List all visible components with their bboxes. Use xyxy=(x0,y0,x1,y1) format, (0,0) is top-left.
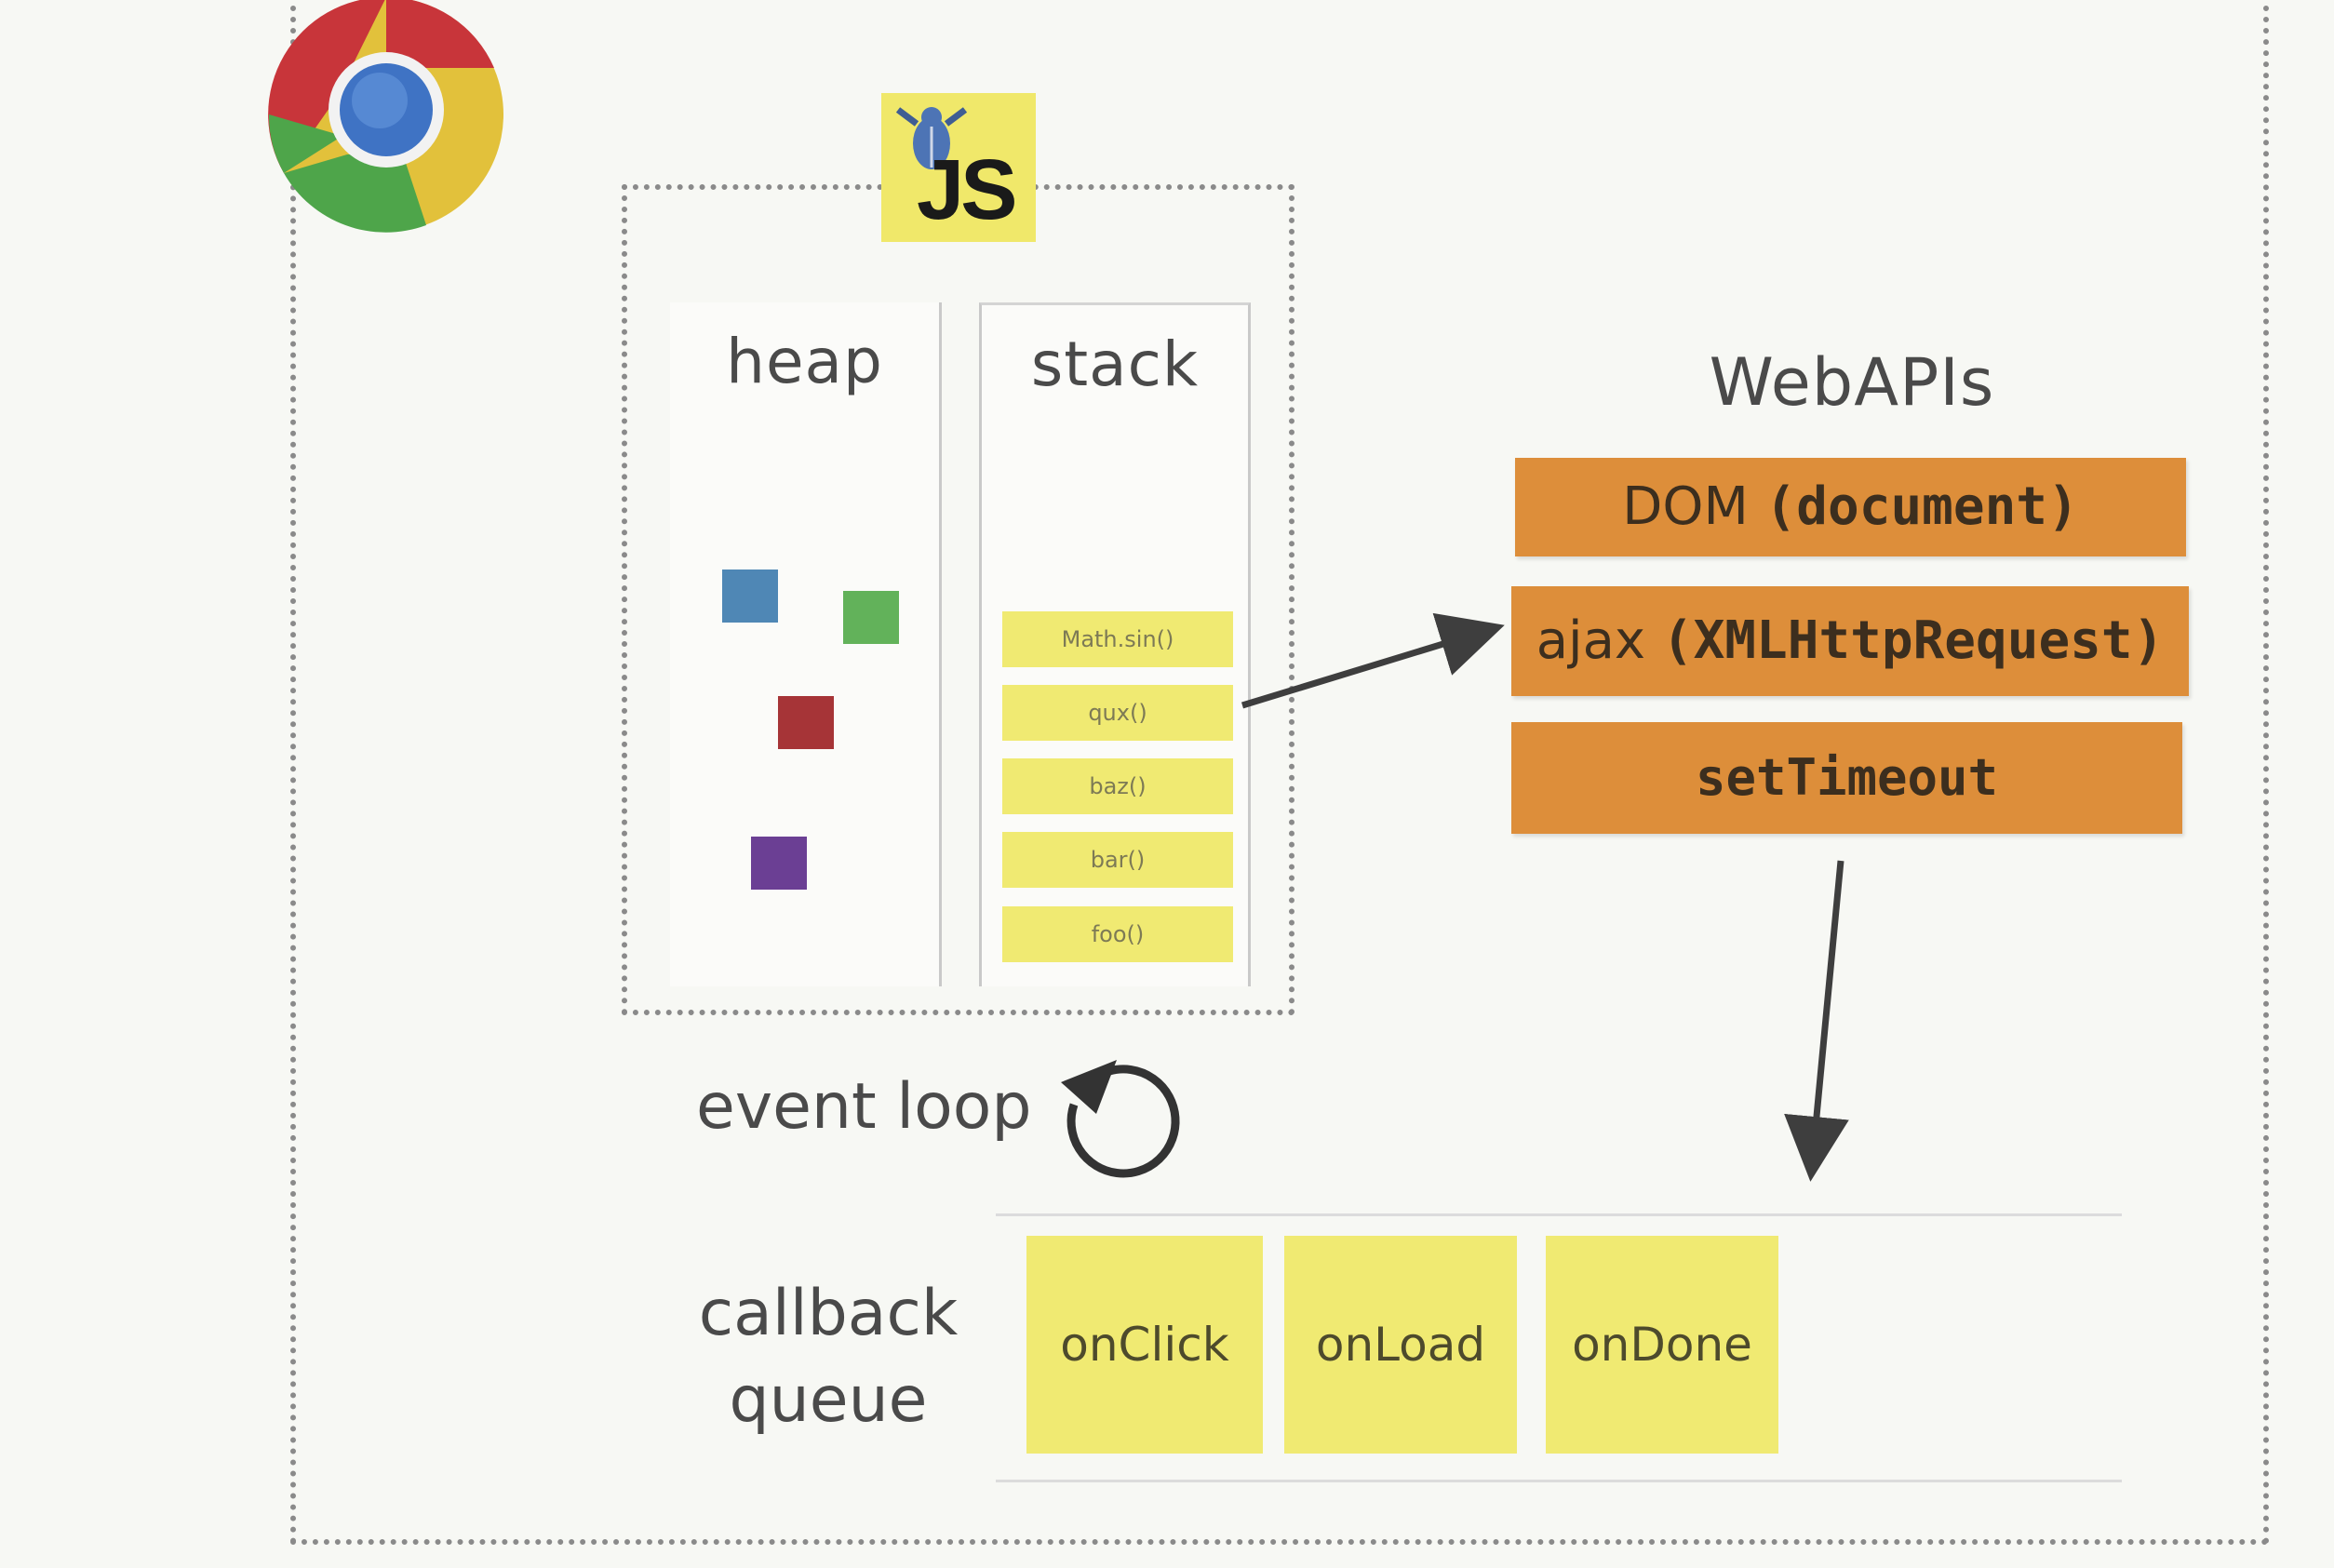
browser-frame xyxy=(290,0,2269,1545)
bug-icon xyxy=(895,107,968,169)
queue-bottom-line xyxy=(996,1480,2122,1482)
loop-arrow-icon xyxy=(1061,1060,1180,1178)
webapis-title: WebAPIs xyxy=(1709,344,1995,421)
event-loop-label: event loop xyxy=(696,1070,1032,1144)
stack-frame: Math.sin() xyxy=(1002,611,1233,667)
webapi-ajax: ajax (XMLHttpRequest) xyxy=(1511,586,2189,696)
webapi-ajax-arg: (XMLHttpRequest) xyxy=(1661,610,2165,671)
heap-object xyxy=(778,696,834,749)
webapi-dom-label: DOM xyxy=(1622,476,1749,537)
heap-object xyxy=(751,837,807,890)
callback-item: onClick xyxy=(1026,1236,1263,1454)
stack-title: stack xyxy=(1030,328,1200,400)
chrome-logo-icon xyxy=(268,0,503,233)
stack-frame: baz() xyxy=(1002,758,1233,814)
js-logo: JS xyxy=(881,93,1036,242)
stack-frame: foo() xyxy=(1002,906,1233,962)
js-logo-text: JS xyxy=(917,142,1018,237)
stack-frame: bar() xyxy=(1002,832,1233,888)
queue-top-line xyxy=(996,1213,2122,1216)
webapi-ajax-label: ajax xyxy=(1536,610,1646,671)
webapi-settimeout: setTimeout xyxy=(1511,722,2182,834)
stack-frame: qux() xyxy=(1002,685,1233,741)
callback-queue-label: callback queue xyxy=(670,1270,986,1443)
callback-item: onLoad xyxy=(1284,1236,1517,1454)
webapi-dom-arg: (document) xyxy=(1764,476,2079,537)
heap-object xyxy=(722,570,778,623)
heap-title: heap xyxy=(726,326,883,397)
callback-queue-label-line1: callback xyxy=(698,1277,959,1350)
callback-item: onDone xyxy=(1546,1236,1778,1454)
webapi-dom: DOM (document) xyxy=(1515,458,2186,556)
callback-queue-label-line2: queue xyxy=(729,1363,928,1437)
heap-object xyxy=(843,591,899,644)
